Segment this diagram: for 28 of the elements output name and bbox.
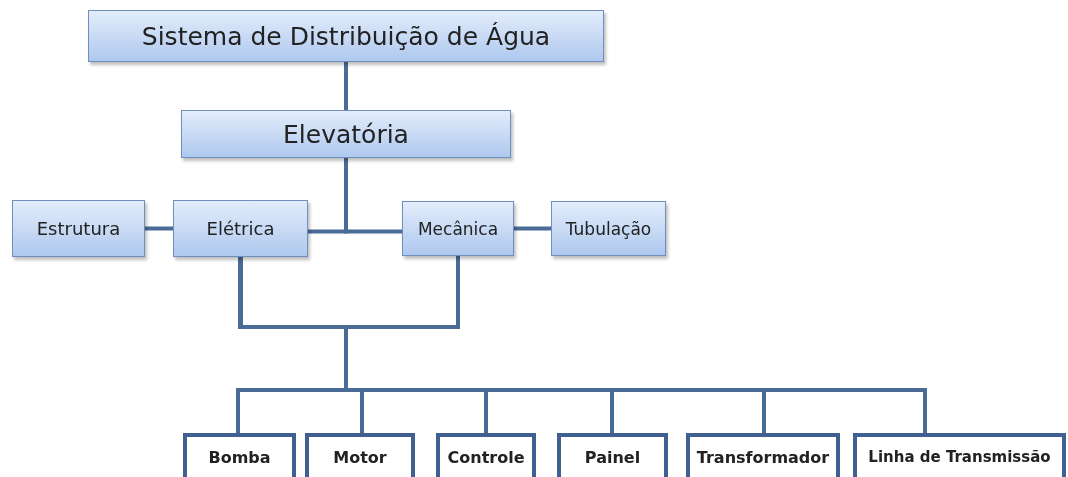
node-label: Elevatória: [283, 119, 409, 149]
connector-line: [344, 62, 348, 110]
connector-line: [514, 226, 551, 231]
category-box: [12, 200, 145, 257]
node-label: Mecânica: [417, 218, 499, 239]
category-box: [551, 201, 666, 256]
node-label: Transformador: [696, 447, 830, 467]
node-label: Elétrica: [206, 218, 275, 239]
node-label: Tubulação: [565, 218, 652, 239]
node-label: Motor: [333, 447, 387, 467]
connector-line: [344, 158, 402, 234]
node-label: Estrutura: [36, 218, 121, 239]
component-box: [305, 433, 415, 477]
connector-line: [145, 226, 173, 231]
node-label: Controle: [447, 447, 525, 467]
node-label: Linha de Transmissão: [868, 448, 1051, 466]
category-box: [173, 200, 308, 257]
node-label: Bomba: [208, 447, 271, 467]
component-box: [686, 433, 840, 477]
category-box: [402, 201, 514, 256]
component-box: [436, 433, 536, 477]
category-box: [181, 110, 511, 158]
node-label: Painel: [584, 447, 641, 467]
component-box: [853, 433, 1066, 477]
title-box: [88, 10, 604, 62]
component-box: [557, 433, 668, 477]
node-label: Sistema de Distribuição de Água: [141, 21, 551, 51]
component-box: [183, 433, 296, 477]
